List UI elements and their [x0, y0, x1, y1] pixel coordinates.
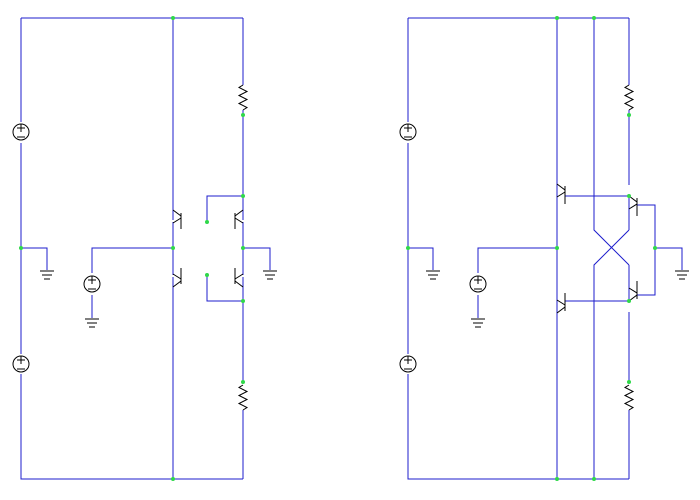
voltage-source-left-center: [83, 275, 101, 293]
voltage-source-right-center: [469, 275, 487, 293]
circuit-left: [12, 16, 277, 481]
transistor-left-q4: [234, 268, 244, 288]
nodes-right: [406, 16, 657, 481]
transistor-left-q2: [234, 209, 244, 229]
ground-left-1: [40, 270, 54, 280]
transistor-left-q3: [172, 268, 182, 288]
ground-left-3: [263, 270, 277, 280]
voltage-source-right-bottom: [399, 355, 417, 373]
resistor-right-top: [623, 84, 635, 111]
ground-left-2: [85, 318, 99, 328]
transistor-right-q1: [556, 183, 566, 204]
transistor-right-q2: [628, 195, 638, 216]
resistor-left-bottom: [237, 384, 249, 411]
transistor-right-q4: [628, 281, 638, 302]
voltage-source-right-top: [399, 123, 417, 141]
nodes-left: [19, 16, 245, 481]
transistor-right-q3: [556, 293, 566, 314]
ground-right-2: [471, 318, 485, 328]
voltage-source-left-bottom: [12, 355, 30, 373]
wires-left: [20, 17, 271, 480]
resistor-left-top: [237, 84, 249, 111]
ground-right-3: [675, 270, 689, 280]
resistor-right-bottom: [623, 384, 635, 411]
transistor-left-q1: [172, 209, 182, 229]
circuit-right: [399, 16, 689, 481]
ground-right-1: [426, 270, 440, 280]
wires-right: [407, 17, 683, 480]
voltage-source-left-top: [12, 123, 30, 141]
